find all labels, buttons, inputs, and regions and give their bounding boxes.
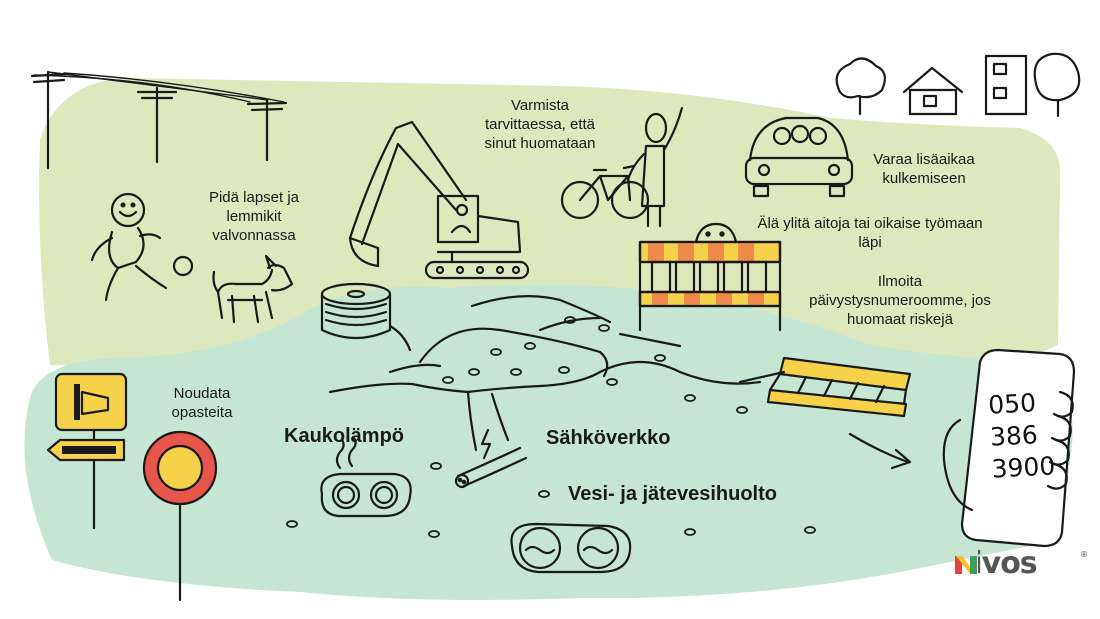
houses-icon	[835, 52, 1081, 118]
phone-number-line-2: 386	[989, 420, 1039, 452]
logo-text: nivos	[952, 546, 1037, 581]
dog-icon	[212, 254, 294, 324]
detour-sign-icon	[46, 372, 128, 530]
phone-number-line-3: 3900	[990, 451, 1056, 484]
logo-mark-icon	[955, 556, 977, 574]
nivos-logo: nivos ®	[952, 546, 1088, 581]
excavator-icon	[348, 120, 530, 280]
phone-number-line-1: 050	[987, 388, 1037, 420]
tip-extra-time: Varaa lisäaikaa kulkemiseen	[873, 151, 975, 188]
bicycle-icon	[560, 164, 650, 220]
arrow-head-icon	[890, 448, 912, 470]
water-pipes-icon	[510, 522, 632, 574]
excavation-trench-icon	[328, 295, 762, 452]
label-water-sewer: Vesi- ja jätevesihuolto	[568, 483, 777, 505]
tip-report: Ilmoita päivystysnumeroomme, jos huomaat…	[809, 273, 991, 329]
tip-signs: Noudata opasteita	[171, 385, 233, 422]
phone-icon	[942, 348, 1076, 548]
cable-reel-icon	[320, 282, 412, 352]
car-icon	[744, 116, 854, 198]
heating-pipes-icon	[320, 436, 412, 518]
electric-cable-icon	[454, 446, 528, 489]
power-lines-icon	[30, 70, 288, 170]
no-entry-sign-icon	[142, 430, 218, 602]
arrow-icon	[848, 432, 910, 464]
phone-number[interactable]: 050 386 3900	[988, 386, 1057, 485]
logo-registered-mark: ®	[1080, 550, 1088, 559]
label-district-heating: Kaukolämpö	[284, 425, 405, 447]
peeking-person-icon	[694, 222, 738, 244]
tip-be-seen: Varmista tarvittaessa, että sinut huomat…	[484, 97, 596, 153]
ball-icon	[172, 255, 194, 277]
ground-stones	[286, 316, 816, 538]
barrier-fence-icon	[638, 240, 782, 332]
fallen-barrier-icon	[738, 356, 912, 418]
label-power-grid: Sähköverkko	[546, 427, 671, 449]
light-green-area	[39, 78, 1061, 366]
tip-kids-pets: Pidä lapset ja lemmikit valvonnassa	[208, 189, 300, 245]
child-playing-icon	[90, 192, 168, 302]
lightning-icon	[480, 428, 492, 460]
tip-no-fences: Älä ylitä aitoja tai oikaise työmaan läp…	[757, 215, 983, 252]
